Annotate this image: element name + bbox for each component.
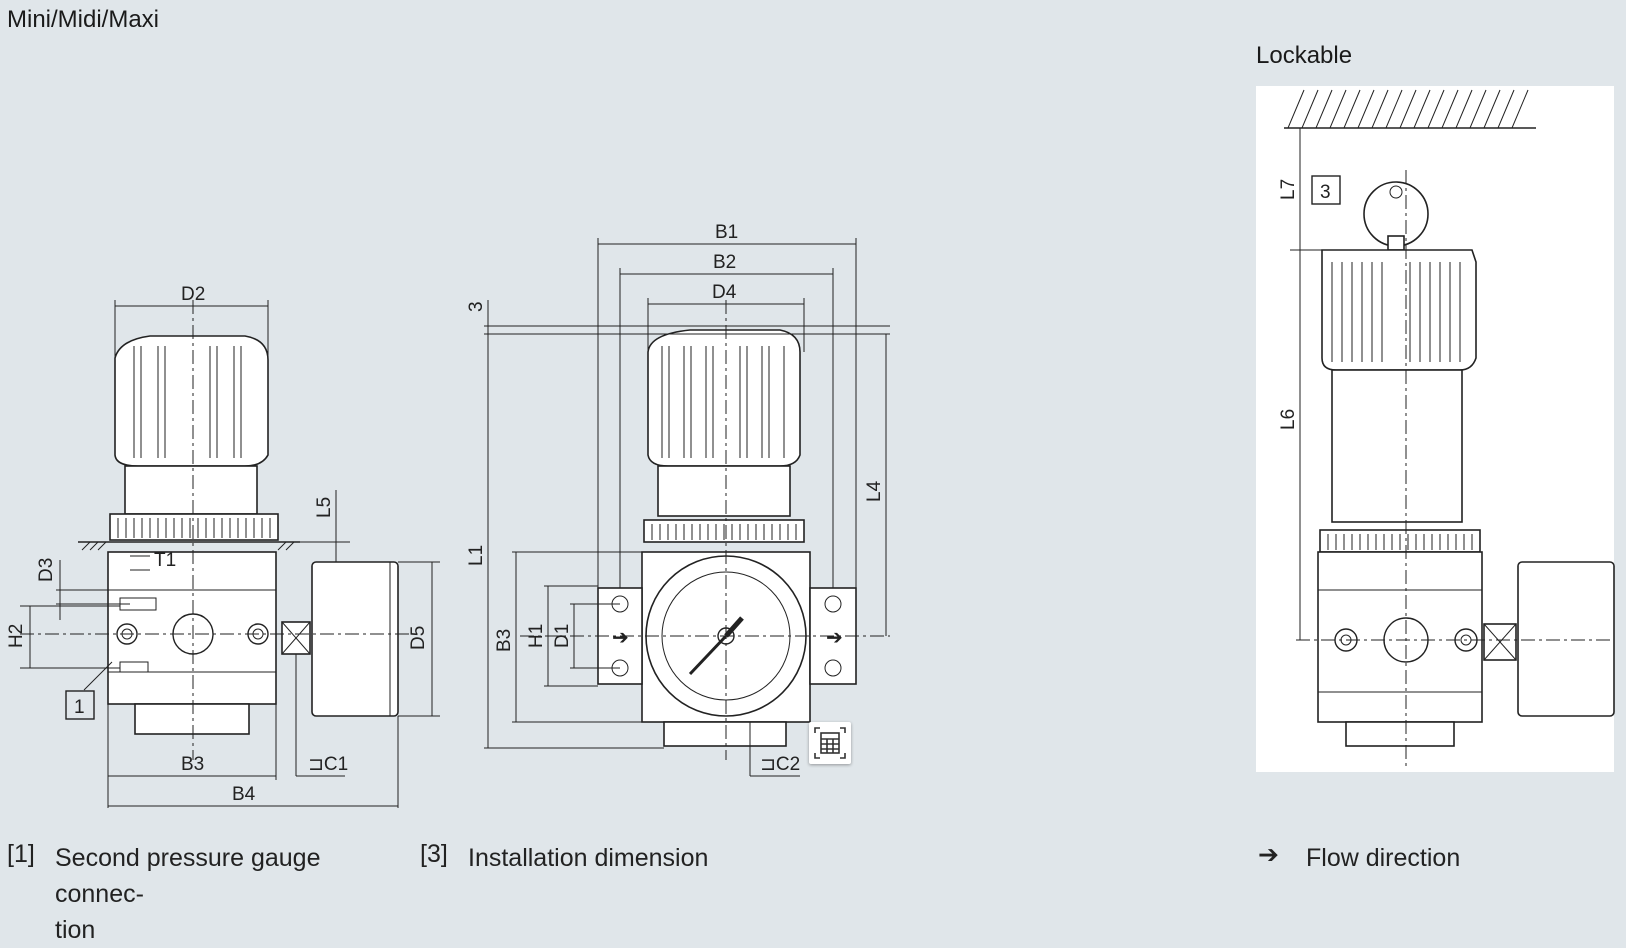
lockable-title: Lockable: [1256, 42, 1353, 69]
label-L6: L6: [1278, 409, 1299, 430]
label-D4: D4: [712, 282, 737, 303]
flow-arrow-right: ➔: [826, 627, 843, 649]
lockable-view: L7 L6 3: [1256, 86, 1615, 772]
label-wrench-C1: ⊐C1: [308, 754, 348, 775]
label-dim-3: 3: [466, 301, 487, 312]
label-B1: B1: [715, 222, 738, 243]
legend-text: Installation dimension: [468, 844, 709, 872]
legend-item-3: [3] Installation dimension: [420, 840, 820, 880]
front-view: ➔ ➔ B1 B2 D4 3 L1 L4 B3: [466, 222, 890, 777]
label-L1: L1: [466, 545, 487, 566]
side-view: D2 D3 T1 H2 L5 D5 B3 B4 ⊐C1 1: [6, 284, 440, 808]
label-B3-front: B3: [494, 629, 515, 652]
label-T1: T1: [154, 550, 176, 571]
legend-number: [3]: [420, 840, 448, 868]
label-D1: D1: [552, 624, 573, 648]
label-L4: L4: [864, 480, 885, 502]
label-L7: L7: [1278, 179, 1299, 200]
label-B4: B4: [232, 784, 256, 805]
label-H2: H2: [6, 624, 27, 648]
callout-1: 1: [74, 697, 85, 718]
label-H1: H1: [526, 624, 547, 648]
legend-number: [1]: [7, 840, 35, 868]
label-B2: B2: [713, 252, 736, 273]
page-title: Mini/Midi/Maxi: [7, 6, 160, 33]
flow-arrow-left: ➔: [612, 627, 629, 649]
legend-text-continued: tion: [55, 916, 96, 944]
label-L5: L5: [314, 497, 335, 518]
label-B3-side: B3: [181, 754, 204, 775]
legend-text: Second pressure gauge connec-: [55, 844, 321, 908]
arrow-right-icon: ➔: [1258, 841, 1279, 869]
legend-item-flow: ➔ Flow direction: [1258, 840, 1618, 880]
label-D2: D2: [181, 284, 205, 305]
calculator-icon[interactable]: [809, 722, 851, 764]
label-D3: D3: [36, 558, 57, 582]
legend-text: Flow direction: [1306, 844, 1461, 872]
label-D5: D5: [408, 626, 429, 650]
label-wrench-C2: ⊐C2: [760, 754, 800, 775]
callout-3: 3: [1320, 182, 1331, 203]
legend-item-1: [1] Second pressure gauge connec- tion: [7, 840, 407, 944]
technical-drawing: D2 D3 T1 H2 L5 D5 B3 B4 ⊐C1 1: [6, 86, 1615, 808]
